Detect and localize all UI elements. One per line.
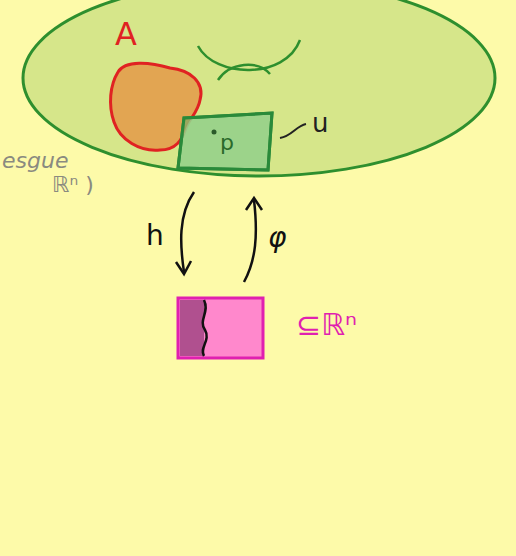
point — [212, 130, 217, 135]
chart-domain — [178, 113, 272, 170]
subset-note: ⊆ℝⁿ — [296, 310, 357, 340]
map-name: φ — [268, 224, 286, 252]
image-rectangle — [178, 298, 263, 358]
boundary-curve — [203, 300, 207, 356]
set-name: u — [312, 110, 328, 136]
overlap — [178, 113, 272, 170]
image-of-a — [180, 300, 204, 356]
cut-off-note: ℝⁿ ) — [52, 174, 94, 196]
arrowhead — [176, 261, 191, 274]
chart-arrow — [181, 192, 194, 272]
torus-hole — [218, 65, 270, 80]
inverse-arrow — [244, 200, 256, 282]
torus — [23, 0, 495, 176]
map-name: h — [146, 222, 164, 250]
leader-line — [280, 124, 306, 138]
point-name: p — [220, 132, 234, 154]
chart-domain-outline — [178, 113, 272, 170]
set-name: A — [115, 18, 137, 50]
cut-off-note: esgue — [2, 150, 68, 172]
arrowhead — [246, 198, 262, 210]
